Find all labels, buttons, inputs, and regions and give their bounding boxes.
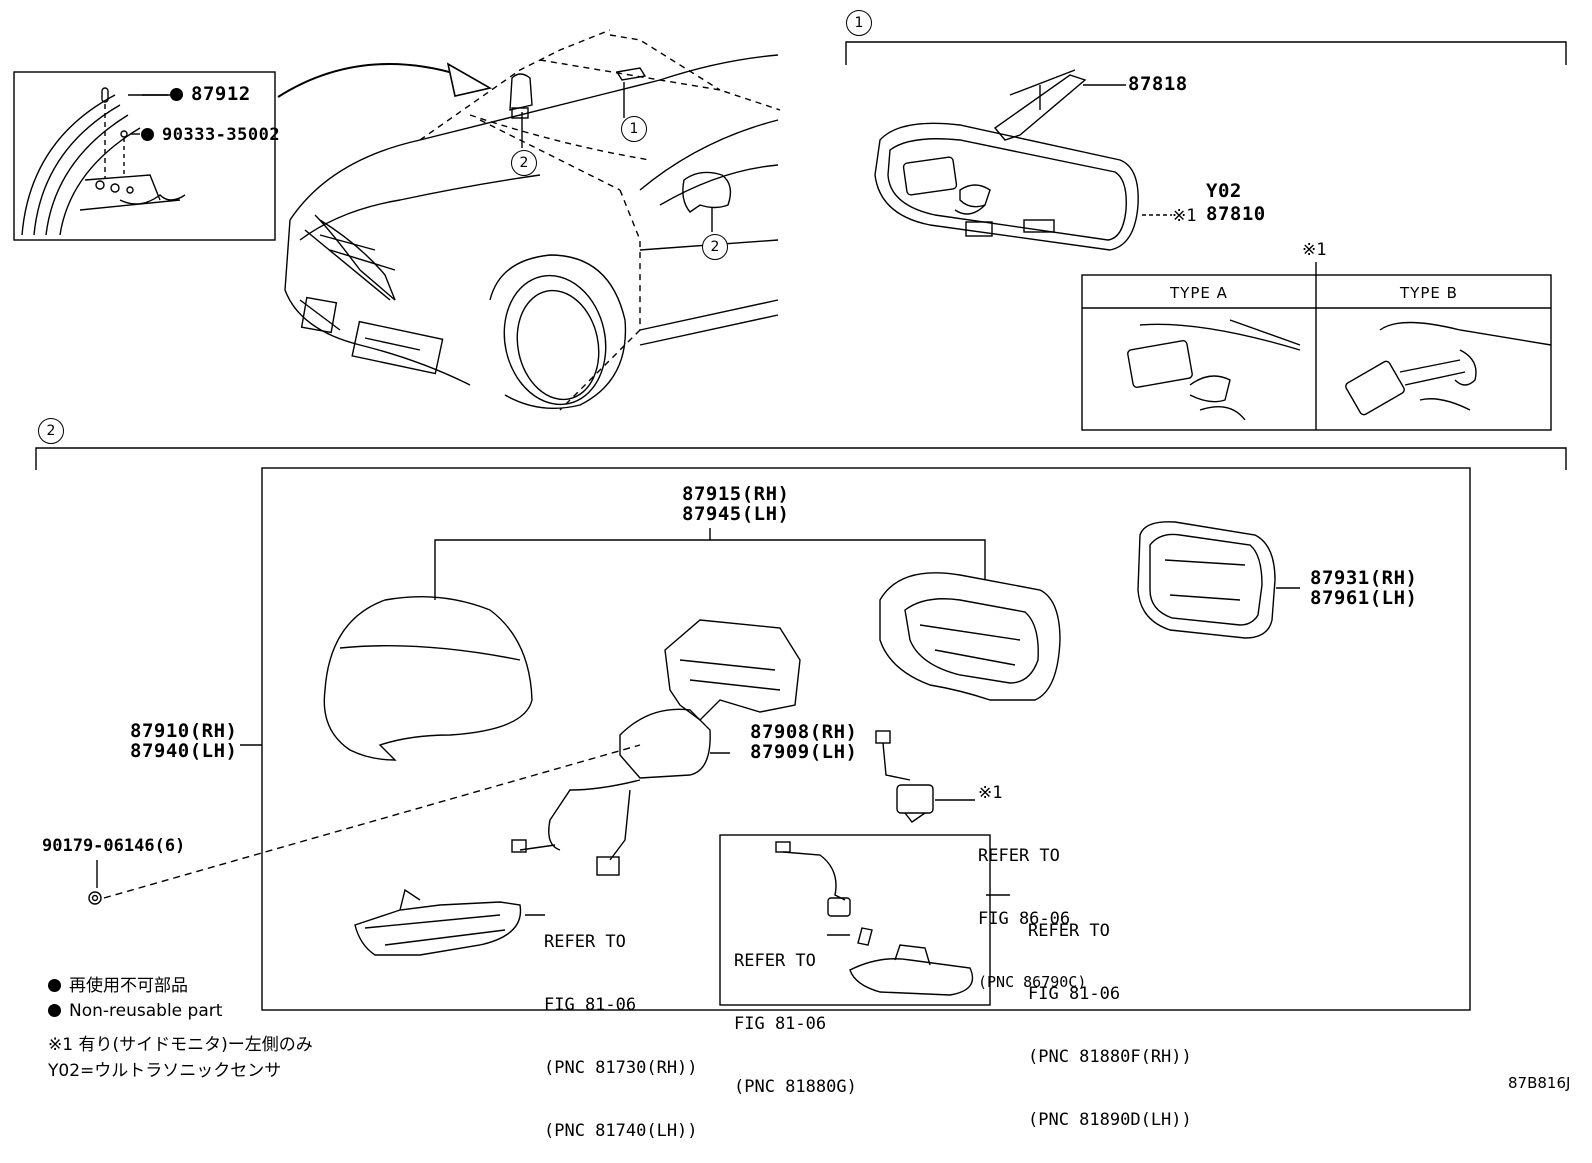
section-2-frame (261, 467, 1471, 1011)
inset-frame (13, 71, 276, 241)
refer-turn-line-2: FIG 81-06 (544, 995, 637, 1015)
refer-bulb-line-1: REFER TO (734, 951, 816, 971)
part-87818: 87818 (1128, 73, 1188, 95)
callout-2-car-a: 2 (511, 150, 537, 176)
refer-camera-line-2: REFER TO (978, 846, 1060, 866)
type-b-drawing (1345, 321, 1552, 416)
refer-bulb-line-3: (PNC 81880G) (734, 1077, 857, 1097)
camera-drawing (875, 730, 975, 823)
part-87910-rh: 87910(RH) (130, 720, 238, 742)
part-87912-label: 87912 (170, 84, 251, 105)
rearview-mirror-drawing (874, 69, 1172, 251)
type-a-drawing (1127, 319, 1301, 421)
refer-camera-line-1: ※1 (978, 783, 1003, 803)
legend-jp-nonreusable: 再使用不可部品 (48, 975, 188, 997)
mirror-housing-drawing (879, 572, 1061, 701)
part-87931-rh: 87931(RH) (1310, 567, 1418, 589)
section-1-marker: 1 (846, 10, 872, 36)
types-note-mark: ※1 (1302, 240, 1327, 260)
mirror-note-mark: ※1 (1172, 206, 1197, 226)
refer-lamp-line-2: FIG 81-06 (1028, 984, 1121, 1004)
type-b-header: TYPE B (1400, 284, 1458, 302)
figure-code: 87B816J (1508, 1074, 1571, 1092)
refer-camera-line-3: FIG 86-06 (978, 909, 1071, 929)
mirror-cover-drawing (323, 595, 533, 761)
legend-dot-icon (48, 979, 61, 992)
diagram-artwork (13, 29, 1567, 1011)
refer-lamp-line-4: (PNC 81890D(LH)) (1028, 1110, 1192, 1130)
refer-turn-line-4: (PNC 81740(LH)) (544, 1121, 698, 1141)
refer-turn-line-1: REFER TO (544, 932, 626, 952)
refer-lamp-line-3: (PNC 81880F(RH)) (1028, 1047, 1192, 1067)
turn-signal-drawing (354, 888, 545, 956)
legend-note-2: Y02=ウルトラソニックセンサ (48, 1061, 282, 1081)
legend-en-text: Non-reusable part (69, 1001, 223, 1021)
callout-1-car: 1 (621, 116, 647, 142)
legend-dot-icon (48, 1004, 61, 1017)
legend-jp-text: 再使用不可部品 (69, 976, 188, 996)
pillar-detail-drawing (21, 87, 186, 236)
part-90333-35002: 90333-35002 (162, 125, 281, 145)
refer-camera-note: ※1 REFER TO FIG 86-06 (PNC 86790C) (978, 741, 1086, 1014)
mirror-code-y02: Y02 (1206, 180, 1242, 202)
car-drawing (284, 29, 781, 411)
mirror-body-drawing (511, 619, 801, 876)
refer-turn-signal-note: REFER TO FIG 81-06 (PNC 81730(RH)) (PNC … (544, 890, 698, 1163)
refer-turn-line-3: (PNC 81730(RH)) (544, 1058, 698, 1078)
part-87909-lh: 87909(LH) (750, 741, 858, 763)
refer-lamp-line-1: REFER TO (1028, 921, 1110, 941)
non-reusable-dot-icon (141, 128, 154, 141)
part-87940-lh: 87940(LH) (130, 740, 238, 762)
non-reusable-dot-icon (170, 88, 183, 101)
refer-lamp-note: REFER TO FIG 81-06 (PNC 81880F(RH)) (PNC… (1028, 879, 1192, 1152)
refer-bulb-note: REFER TO FIG 81-06 (PNC 81880G) (734, 909, 857, 1119)
refer-bulb-line-2: FIG 81-06 (734, 1014, 827, 1034)
legend-en-nonreusable: Non-reusable part (48, 1000, 222, 1022)
part-90333-label: 90333-35002 (141, 125, 280, 146)
legend-note-1: ※1 有り(サイドモニタ)ー左側のみ (48, 1035, 313, 1055)
part-87915-rh: 87915(RH) (682, 483, 790, 505)
part-87912: 87912 (191, 83, 251, 105)
refer-camera-line-4: (PNC 86790C) (978, 973, 1087, 991)
callout-2-car-b: 2 (702, 234, 728, 260)
part-87961-lh: 87961(LH) (1310, 587, 1418, 609)
type-a-header: TYPE A (1170, 284, 1228, 302)
bulb-inset-frame (719, 834, 991, 1006)
part-87908-rh: 87908(RH) (750, 721, 858, 743)
part-90179-screw: 90179-06146(6) (42, 836, 186, 856)
part-87945-lh: 87945(LH) (682, 503, 790, 525)
mirror-frame-drawing (1137, 521, 1300, 639)
lamp-drawing (775, 841, 1010, 996)
part-87810: 87810 (1206, 203, 1266, 225)
section-2-marker: 2 (38, 418, 64, 444)
